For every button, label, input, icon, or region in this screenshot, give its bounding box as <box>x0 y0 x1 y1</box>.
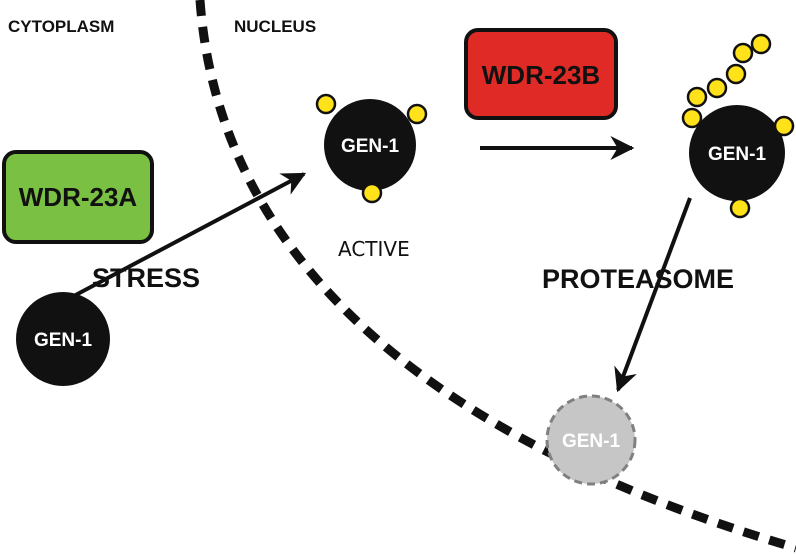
cytoplasm-label: CYTOPLASM <box>8 17 114 36</box>
ubiquitin-chain-dot <box>725 63 747 85</box>
gen1-ubiquitinated-label: GEN-1 <box>708 144 767 165</box>
gen1-active-label: GEN-1 <box>341 136 400 157</box>
wdr23b-box <box>464 28 618 120</box>
wdr23a-label: WDR-23A <box>19 182 138 212</box>
proteasome-arrow <box>614 197 692 393</box>
ubiquitin-chain-dot <box>732 42 754 64</box>
gen1-cytoplasmic-label: GEN-1 <box>34 330 93 351</box>
gen1-ubiquitinated-dot <box>729 197 751 219</box>
ubiquitin-chain-dot <box>750 33 772 55</box>
gen1-ubiquitinated-circle <box>689 105 785 201</box>
gen1-active-dot <box>406 103 428 125</box>
proteasome-label: PROTEASOME <box>542 264 734 294</box>
gen1-degraded-circle <box>545 394 637 486</box>
gen1-active-dot <box>315 93 337 115</box>
nuclear-membrane-boundary <box>195 0 796 553</box>
ubiquitin-chain-dot <box>686 86 708 108</box>
stress-label: STRESS <box>92 263 200 293</box>
gen1-cytoplasmic-circle <box>16 292 110 386</box>
wdr23a-box <box>2 150 154 244</box>
gen1-ubiquitinated-dot <box>773 115 795 137</box>
gen1-active-dot <box>361 182 383 204</box>
gen1-degraded-label: GEN-1 <box>562 431 621 452</box>
gen1-active-circle <box>324 99 416 191</box>
ubiquitin-chain-dot <box>706 77 728 99</box>
wdr23b-label: WDR-23B <box>482 60 600 90</box>
active-label: ACTIVE <box>338 237 410 261</box>
nucleus-label: NUCLEUS <box>234 17 316 36</box>
stress-arrow <box>69 172 307 300</box>
ubiquitin-chain-dot <box>681 107 703 129</box>
